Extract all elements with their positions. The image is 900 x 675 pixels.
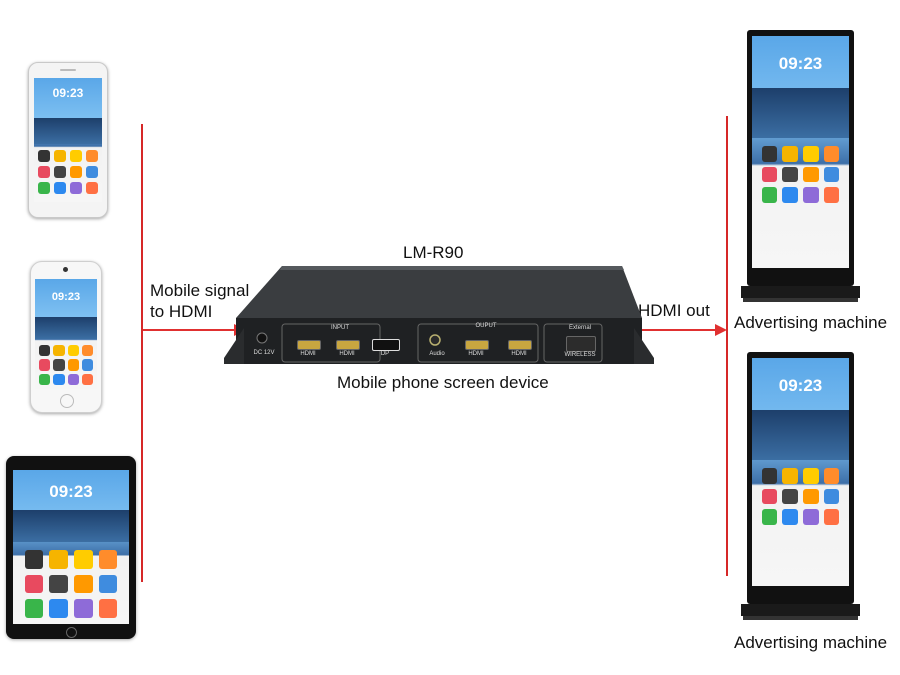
- tablet-screen: 09:23: [13, 470, 129, 624]
- out-port-label-3: HDMI: [511, 351, 527, 357]
- hdmi-out-port-1: [465, 340, 489, 350]
- kiosk-base: [741, 286, 860, 298]
- external-section-header: External: [568, 325, 591, 331]
- left-mount-ear: [224, 328, 244, 364]
- source-phone-1: 09:23: [28, 62, 108, 218]
- ad-machine-bottom-label: Advertising machine: [734, 633, 888, 652]
- out-port-label-1: Audio: [429, 351, 445, 357]
- out-port-label-2: HDMI: [468, 351, 484, 357]
- in-port-label-3: DP: [380, 351, 390, 357]
- input-label-line2: to HDMI: [150, 302, 213, 321]
- ad-machine-top: 09:23: [741, 30, 860, 306]
- output-label: HDMI out: [638, 301, 710, 320]
- device-box: [224, 266, 654, 364]
- wireless-label: WIRELESS: [564, 352, 596, 358]
- in-port-label-2: HDMI: [339, 351, 355, 357]
- screen-clock: 09:23: [52, 86, 84, 100]
- kiosk-screen: 09:23: [752, 358, 849, 586]
- hdmi-out-port-2: [508, 340, 532, 350]
- screen-clock: 09:23: [778, 376, 823, 395]
- device-caption: Mobile phone screen device: [337, 373, 549, 392]
- right-mount-ear: [634, 328, 654, 364]
- device-model-title: LM-R90: [403, 243, 464, 262]
- power-jack: [256, 332, 268, 344]
- screen-clock: 09:23: [49, 482, 93, 501]
- screen-clock: 09:23: [51, 291, 81, 303]
- power-label: DC 12V: [253, 350, 275, 356]
- screen-clock: 09:23: [778, 54, 823, 73]
- source-tablet: 09:23: [6, 456, 136, 639]
- audio-jack: [429, 334, 441, 346]
- device-top: [236, 266, 642, 318]
- input-label-line1: Mobile signal: [150, 281, 250, 300]
- in-port-label-1: HDMI: [300, 351, 316, 357]
- input-section-header: INPUT: [331, 325, 349, 331]
- phone-screen: 09:23: [35, 279, 97, 389]
- source-phone-2: 09:23: [30, 261, 102, 413]
- ad-machine-top-label: Advertising machine: [734, 313, 888, 332]
- output-section-header: OUPUT: [475, 323, 497, 329]
- wireless-module: [566, 336, 596, 352]
- dp-in-port: [372, 339, 400, 351]
- hdmi-in-port-1: [297, 340, 321, 350]
- output-arrowhead: [715, 324, 727, 336]
- phone-screen: 09:23: [34, 78, 102, 202]
- kiosk-base: [741, 604, 860, 616]
- kiosk-screen: 09:23: [752, 36, 849, 268]
- ad-machine-bottom: 09:23: [741, 352, 860, 622]
- hdmi-in-port-2: [336, 340, 360, 350]
